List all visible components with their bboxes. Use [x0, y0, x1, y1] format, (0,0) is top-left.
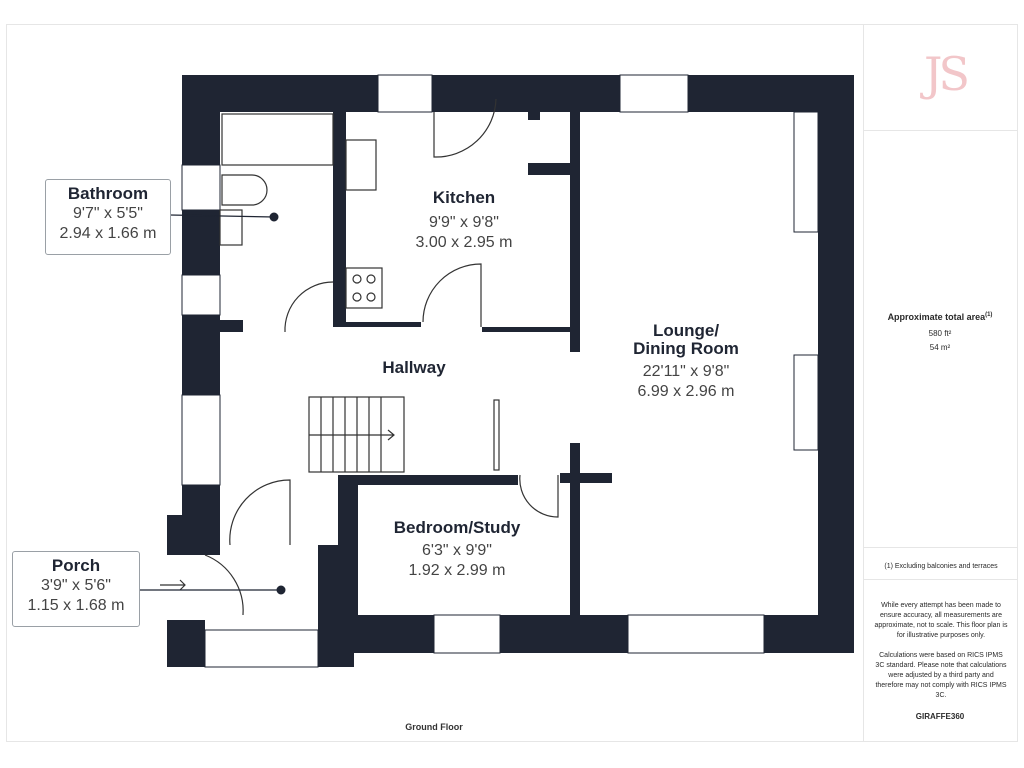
room-hallway: Hallway — [364, 359, 464, 377]
room-name: Kitchen — [432, 188, 496, 207]
toilet-icon — [221, 174, 268, 206]
footnote: (1) Excluding balconies and terraces — [884, 563, 998, 570]
room-metric: 1.15 x 1.68 m — [27, 597, 125, 614]
calc-note: Calculations were based on RICS IPMS 3C … — [875, 652, 1007, 699]
room-imperial: 6'3" x 9'9" — [422, 542, 492, 559]
room-metric: 2.94 x 1.66 m — [59, 225, 157, 242]
fixtures — [160, 98, 559, 616]
room-imperial: 3'9" x 5'6" — [41, 577, 111, 594]
basin-icon — [219, 209, 243, 246]
windows — [181, 74, 819, 668]
area-ft: 580 ft² — [928, 329, 952, 338]
bathtub-icon — [221, 113, 334, 166]
room-bedroom: Bedroom/Study 6'3" x 9'9" 1.92 x 2.99 m — [372, 519, 542, 581]
room-name: Bedroom/Study — [393, 518, 521, 537]
room-name: Hallway — [382, 358, 446, 377]
room-name-line2: Dining Room — [633, 339, 739, 358]
area-m: 54 m² — [929, 343, 951, 352]
hob-icon — [345, 267, 383, 309]
brand-footer: GIRAFFE360 — [915, 712, 965, 721]
disclaimer: While every attempt has been made to ens… — [874, 602, 1008, 639]
room-kitchen: Kitchen 9'9" x 9'8" 3.00 x 2.95 m — [394, 189, 534, 253]
room-name: Porch — [51, 556, 101, 575]
callout-bathroom: Bathroom 9'7" x 5'5" 2.94 x 1.66 m — [45, 179, 171, 255]
sidebar — [863, 24, 1018, 742]
floor-label: Ground Floor — [405, 722, 463, 732]
room-imperial: 9'7" x 5'5" — [73, 205, 143, 222]
sink-icon — [345, 139, 377, 191]
page-frame — [6, 24, 1018, 742]
room-name: Bathroom — [67, 184, 149, 203]
room-metric: 1.92 x 2.99 m — [408, 562, 506, 579]
room-lounge: Lounge/ Dining Room 22'11" x 9'8" 6.99 x… — [606, 322, 766, 402]
brand-logo: JS — [924, 47, 970, 101]
area-title: Approximate total area(1) — [887, 312, 993, 322]
room-metric: 6.99 x 2.96 m — [637, 383, 735, 400]
room-metric: 3.00 x 2.95 m — [415, 234, 513, 251]
room-imperial: 9'9" x 9'8" — [429, 214, 499, 231]
callout-porch: Porch 3'9" x 5'6" 1.15 x 1.68 m — [12, 551, 140, 627]
room-imperial: 22'11" x 9'8" — [642, 363, 730, 380]
room-name-line1: Lounge/ — [652, 321, 720, 340]
measurement-markers — [139, 212, 286, 595]
